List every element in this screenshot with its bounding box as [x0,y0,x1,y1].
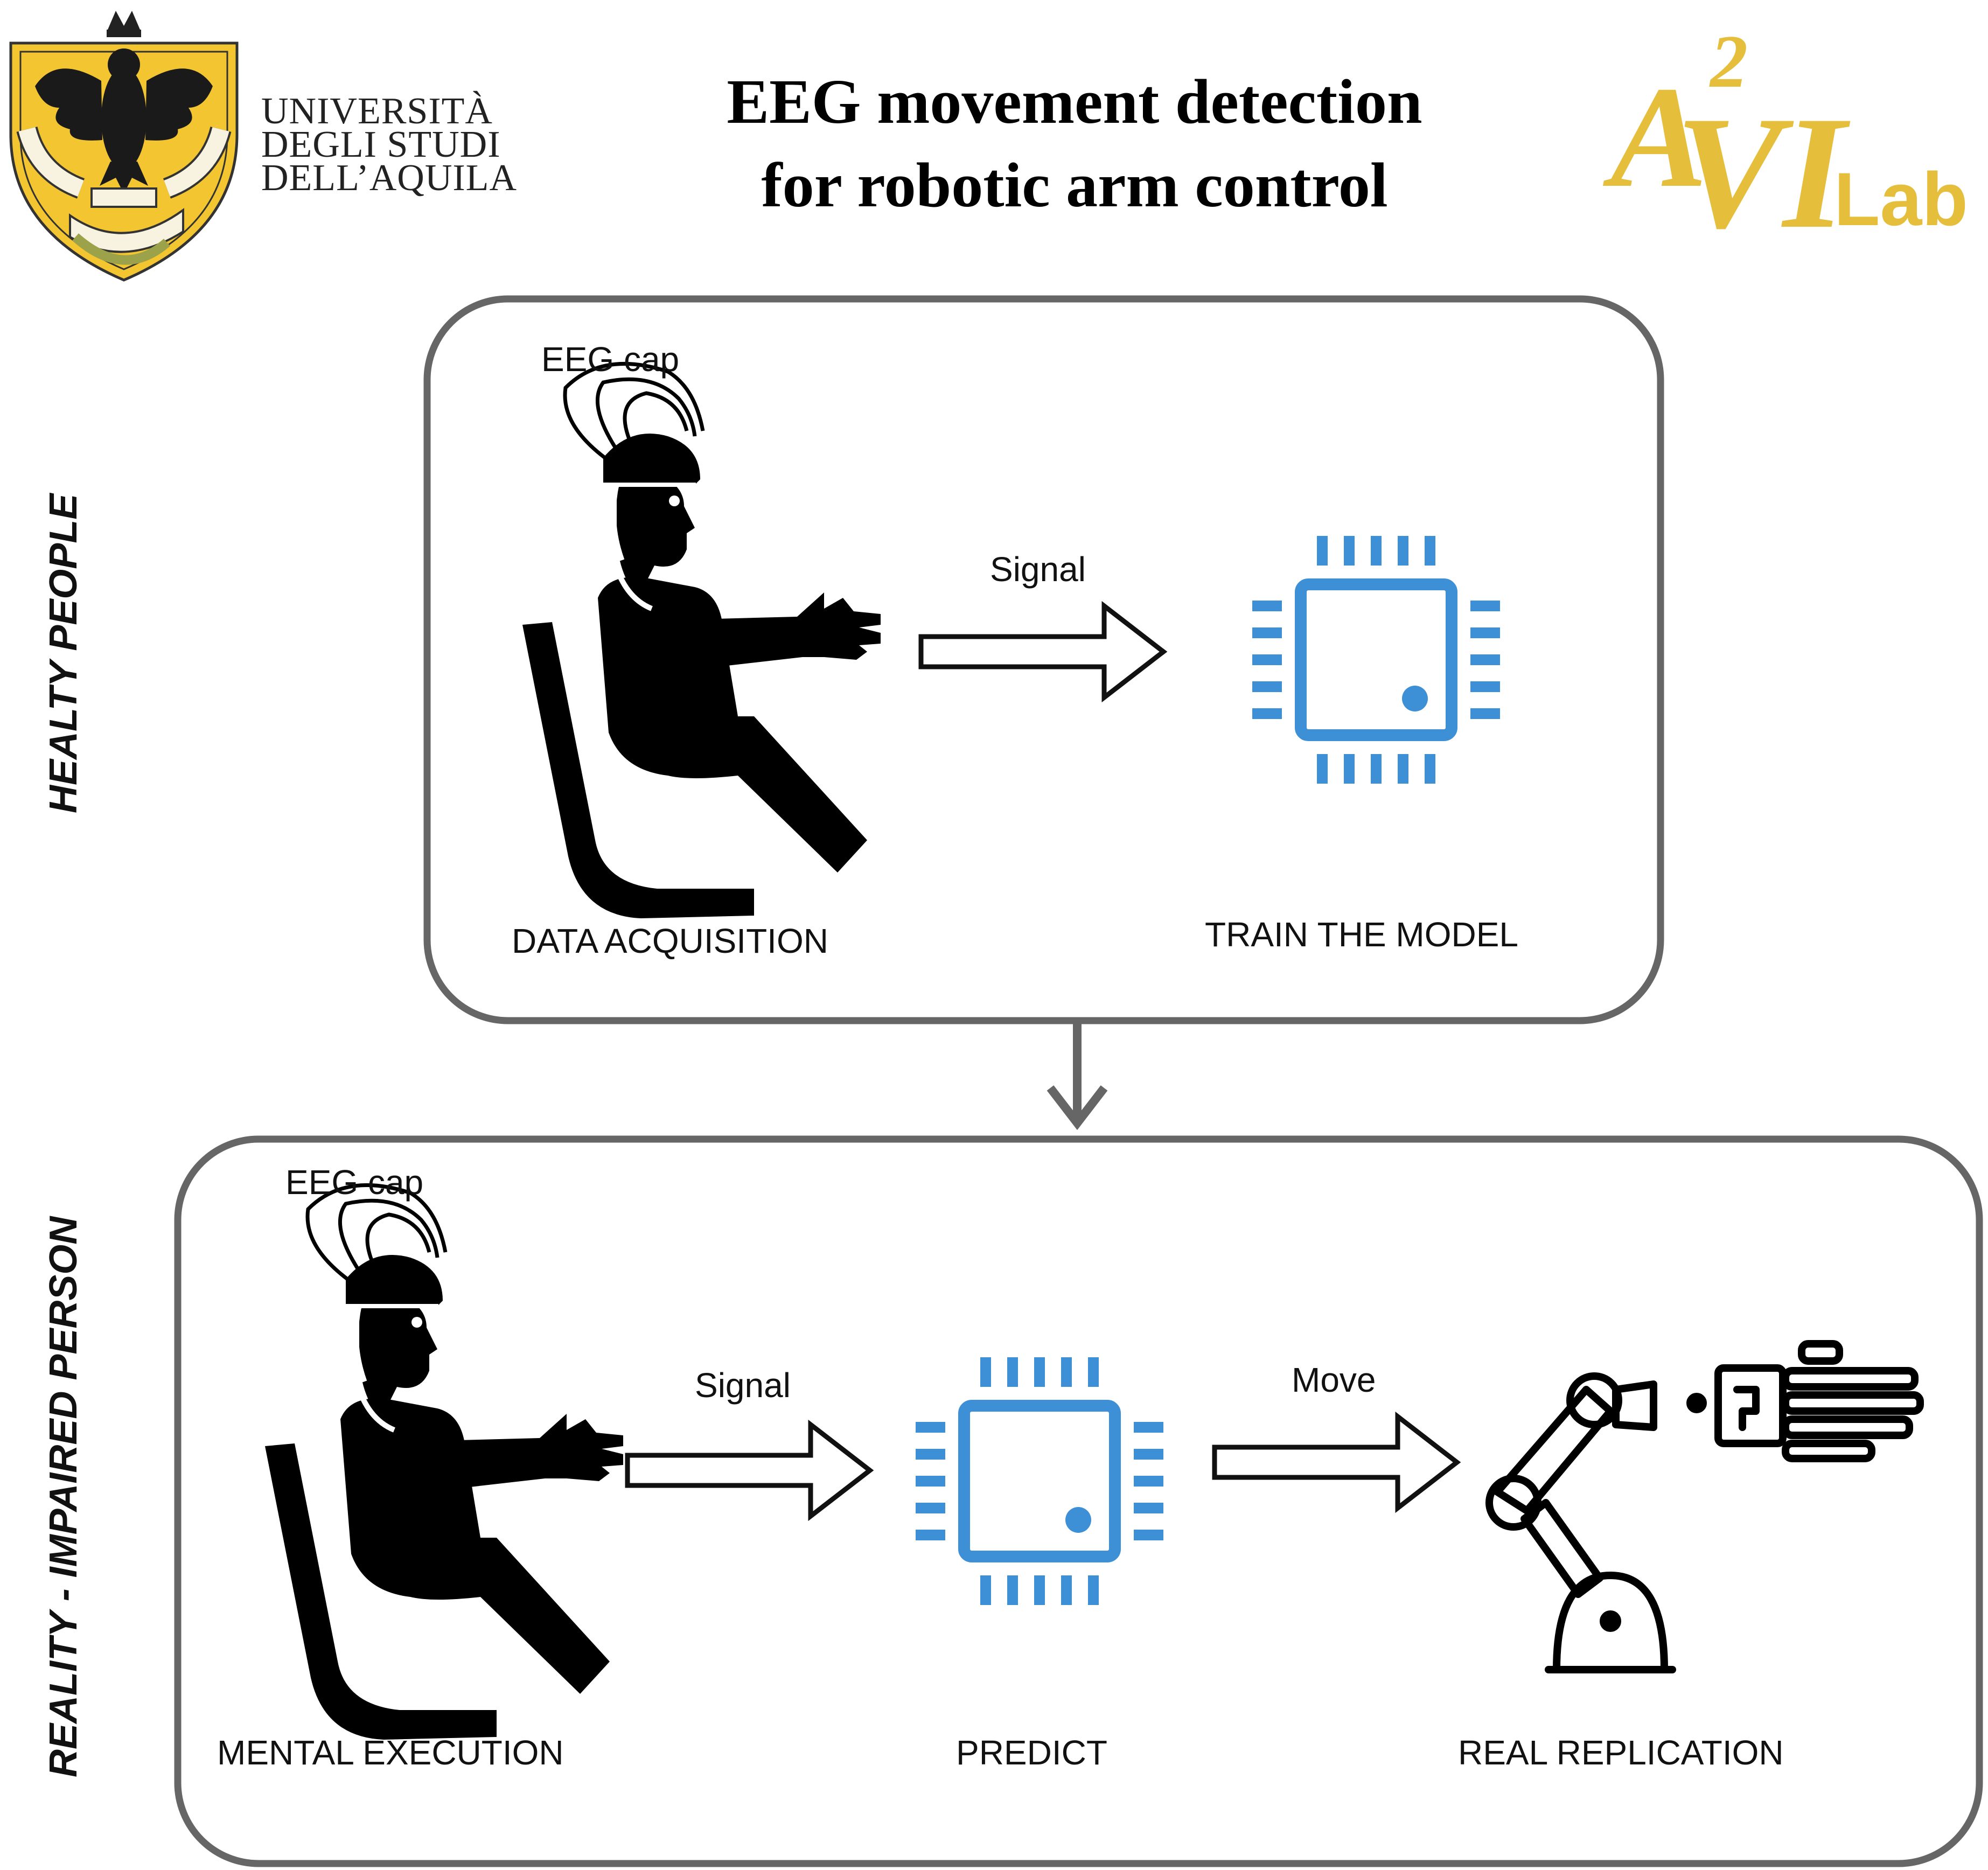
university-name-line2: DEGLI STUDI [261,124,501,165]
signal-label: Signal [990,550,1086,589]
university-name-line3: DELL’AQUILA [261,157,517,199]
side-label-healty-people: HEALTY PEOPLE [42,493,85,813]
university-name-line1: UNIVERSITÀ [261,90,493,132]
lab-logo-word: Lab [1834,157,1968,241]
university-seal-logo [5,0,242,285]
eeg-cap-label: EEG cap [541,340,680,379]
side-label-reality-impaired-person: REALITY - IMPAIRED PERSON [42,1216,85,1777]
bottom-panel [174,1135,1983,1867]
eeg-cap-label: EEG cap [285,1163,424,1202]
page-title-line2: for robotic arm control [761,150,1388,220]
step-mental-execution: MENTAL EXECUTION [217,1733,564,1772]
step-predict: PREDICT [956,1733,1107,1772]
step-data-acquisition: DATA ACQUISITION [512,922,828,960]
step-real-replication: REAL REPLICATION [1458,1733,1784,1772]
lab-logo-sup: 2 [1710,20,1748,103]
signal-label: Signal [695,1366,791,1405]
move-label: Move [1292,1360,1376,1399]
lab-logo-vi: VI [1675,83,1846,262]
step-train-the-model: TRAIN THE MODEL [1205,915,1518,954]
panel-connector-head [1047,1085,1108,1131]
robotic-arm-icon [1485,1340,1924,1673]
lab-logo-a: A [1610,57,1708,218]
page-title-line1: EEG movement detection [727,66,1422,137]
